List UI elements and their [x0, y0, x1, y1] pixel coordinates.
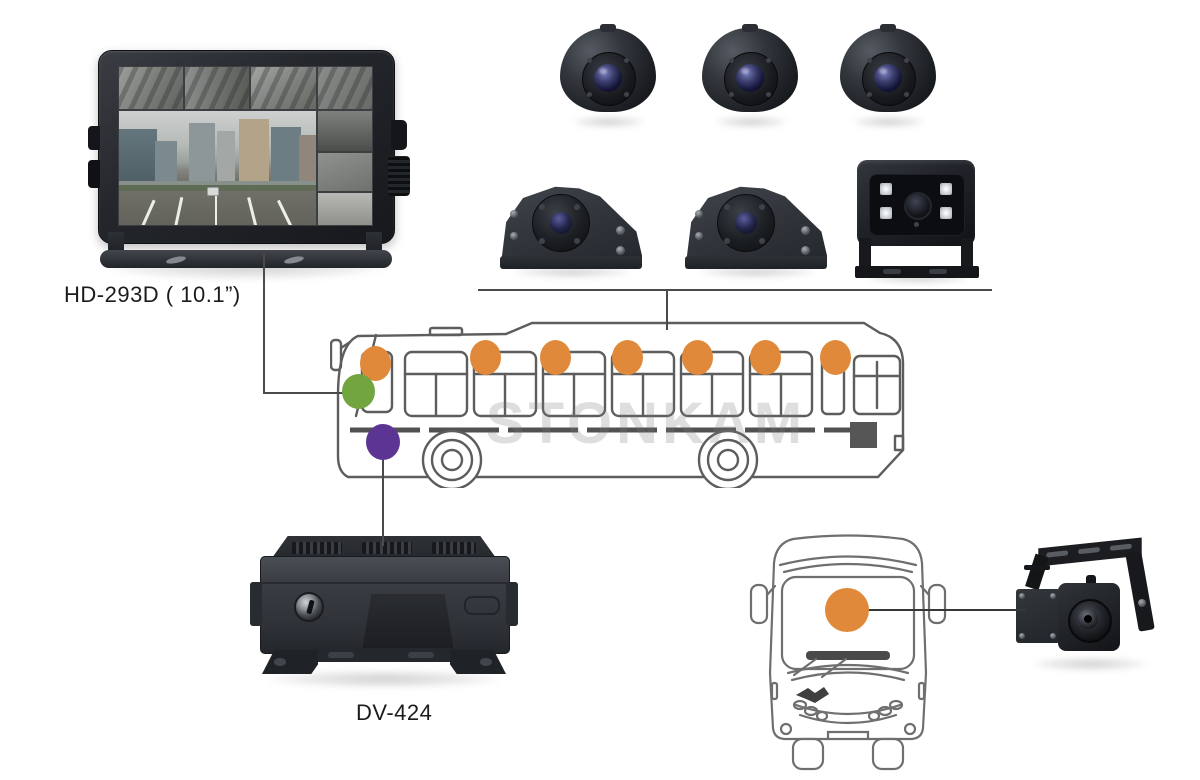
dvr-key-lock-icon — [294, 592, 324, 622]
front-wheel — [421, 429, 483, 488]
main-road-camera-view — [118, 110, 317, 226]
lane-line — [141, 199, 156, 225]
wiper-bar — [806, 651, 890, 660]
camera-feed-tile — [317, 152, 373, 192]
fog-light — [903, 722, 917, 736]
monitor-right-bracket-icon — [391, 120, 407, 150]
camera-harness-line — [478, 289, 992, 291]
rear-latch — [893, 434, 905, 452]
dome-camera-icon — [840, 22, 936, 134]
lane-line — [247, 197, 258, 225]
monitor-right-knob-icon — [388, 156, 410, 196]
dome-camera-icon — [560, 22, 656, 134]
monitor-connector-line — [263, 392, 355, 394]
lane-line — [215, 196, 217, 225]
dome-camera-icon — [702, 22, 798, 134]
monitor-left-knob2-icon — [88, 160, 100, 188]
camera-position-dot — [612, 340, 643, 375]
building-shape — [119, 129, 157, 191]
camera-position-dot — [750, 340, 781, 375]
side-camera-icon — [683, 168, 831, 282]
side-marker — [770, 681, 779, 701]
rear-vent-square — [850, 422, 877, 448]
camera-feed-tile — [250, 66, 317, 110]
roof-vent — [428, 326, 464, 337]
mirror — [330, 338, 343, 372]
monitor-position-dot — [342, 374, 375, 409]
bracket-hole — [165, 254, 187, 266]
dvr-left-bracket — [250, 582, 262, 626]
camera-feed-tile — [317, 192, 373, 226]
camera-harness-drop-line — [666, 289, 668, 330]
rear-camera-position-dot — [825, 588, 869, 632]
lane-line — [277, 199, 292, 225]
building-shape — [299, 135, 316, 185]
dvr-latch — [464, 596, 500, 615]
side-camera-icon — [498, 168, 646, 282]
bracket-hole — [283, 254, 305, 266]
rear-wheel — [697, 429, 759, 488]
dvr-connector-line — [382, 456, 384, 546]
roof-line — [778, 555, 918, 567]
right-mirror — [927, 583, 947, 625]
building-shape — [155, 141, 177, 191]
front-bus-body — [768, 534, 928, 741]
side-marker — [917, 681, 926, 701]
dvr-model-label: DV-424 — [356, 700, 433, 725]
mini-rear-camera-icon — [1016, 537, 1166, 679]
brand-logo-shape — [796, 687, 829, 703]
dvr-vent — [292, 542, 342, 554]
camera-position-dot — [540, 340, 571, 375]
monitor-screen — [118, 66, 373, 226]
monitor-left-knob-icon — [88, 126, 100, 150]
camera-feed-tile — [317, 110, 373, 152]
monitor-connector-line — [263, 254, 265, 393]
monitor-stand-bracket — [100, 250, 392, 268]
dvr-hdd-cover — [362, 594, 454, 652]
fog-light — [779, 722, 793, 736]
monitor-model-label: HD-293D ( 10.1”) — [64, 282, 241, 307]
mobile-dvr — [250, 536, 518, 688]
camera-feed-tile — [184, 66, 250, 110]
bus-front-view-illustration — [749, 534, 947, 771]
bumper-step — [826, 730, 870, 741]
windshield — [780, 575, 916, 671]
rear-camera-connector-line — [864, 609, 1026, 611]
camera-position-dot — [820, 340, 851, 375]
dvr-right-bracket — [506, 582, 518, 626]
guardrail-shape — [119, 181, 316, 185]
dvr-position-dot — [366, 424, 400, 460]
watermark-text: STONKAM — [485, 391, 807, 456]
dvr-vent — [362, 542, 412, 554]
camera-feed-tile — [317, 66, 373, 110]
camera-position-dot — [682, 340, 713, 375]
building-shape — [271, 127, 301, 185]
rear-camera-icon — [853, 156, 983, 286]
car-shape — [207, 187, 219, 196]
building-shape — [239, 119, 269, 185]
left-mirror — [749, 583, 769, 625]
camera-position-dot — [470, 340, 501, 375]
hd-monitor — [88, 28, 418, 280]
dvr-base — [294, 648, 474, 662]
building-shape — [217, 131, 235, 185]
lane-line — [173, 197, 184, 225]
building-shape — [189, 123, 215, 185]
front-right-wheel — [871, 737, 905, 771]
front-left-wheel — [791, 737, 825, 771]
grille-lines — [794, 703, 902, 725]
camera-feed-tile — [118, 66, 184, 110]
dvr-vent — [432, 542, 476, 554]
